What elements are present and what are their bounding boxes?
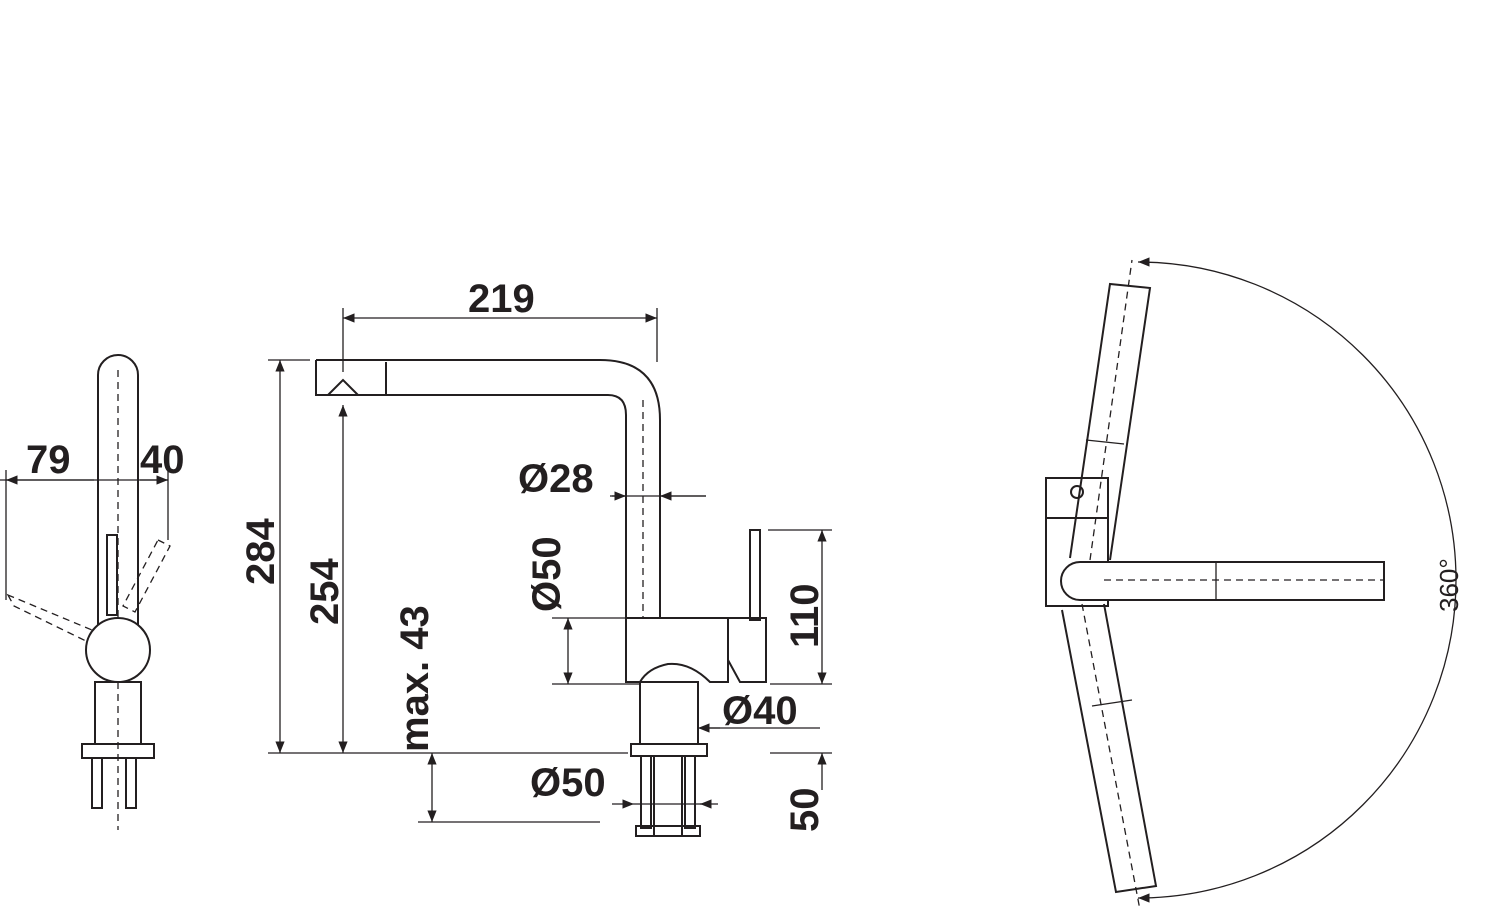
dim-lever-height: 110 (783, 583, 827, 648)
front-view: 79 40 (0, 354, 185, 830)
dim-rotation-angle: 360° (1434, 558, 1464, 612)
dim-body-diameter: Ø50 (525, 536, 569, 612)
dim-base-diameter: Ø40 (722, 689, 798, 733)
dim-shank-length: 50 (783, 788, 827, 833)
dim-hole-diameter: Ø50 (530, 761, 606, 805)
top-view: 360° (1045, 257, 1464, 911)
dim-max-counter: max. 43 (393, 605, 437, 752)
dim-side-left: 79 (26, 438, 71, 482)
dim-total-height: 284 (239, 518, 283, 585)
dim-side-right: 40 (140, 438, 185, 482)
dim-spout-reach: 219 (468, 277, 535, 321)
dim-spout-diameter: Ø28 (518, 457, 594, 501)
dim-outlet-height: 254 (303, 558, 347, 625)
side-view: 219 284 254 max. 43 Ø28 Ø50 110 Ø40 (239, 277, 832, 837)
